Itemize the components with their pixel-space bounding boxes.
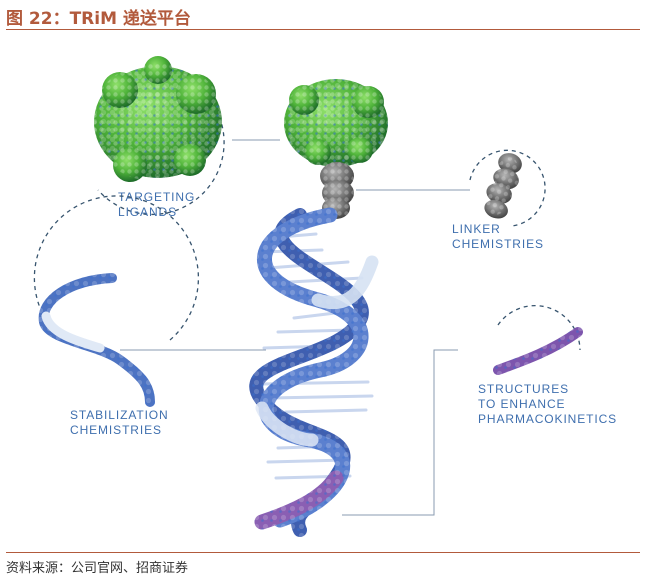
linker-molecule [484, 153, 522, 219]
double-helix [249, 207, 379, 537]
stabilization-label-line1: STABILIZATION [70, 408, 169, 422]
stabilization-dashed-arc [33, 195, 199, 341]
targeting-label-line1: TARGETING [118, 190, 195, 204]
targeting-ligand-molecule [90, 56, 226, 182]
source-rule [6, 552, 640, 553]
targeting-ligand-group: TARGETING LIGANDS [90, 56, 280, 219]
structures-label-line2: TO ENHANCE [478, 397, 565, 411]
linker-label-line2: CHEMISTRIES [452, 237, 544, 251]
figure-source: 资料来源：公司官网、招商证券 [6, 561, 189, 576]
linker-dashed-arc [469, 149, 546, 227]
structures-group: STRUCTURES TO ENHANCE PHARMACOKINETICS [342, 304, 617, 516]
targeting-label-line2: LIGANDS [118, 205, 177, 219]
conjugate-top [281, 76, 391, 220]
central-linker [319, 160, 355, 220]
stabilization-group: STABILIZATION CHEMISTRIES [33, 195, 266, 437]
title-rule [6, 29, 640, 30]
linker-group: LINKER CHEMISTRIES [356, 149, 546, 251]
helix-light-segment [311, 255, 379, 310]
structures-connector [342, 349, 458, 516]
structures-label-line3: PHARMACOKINETICS [478, 412, 617, 426]
figure-title: 图 22：TRiM 递送平台 [6, 9, 191, 29]
stabilization-label-line2: CHEMISTRIES [70, 423, 162, 437]
linker-label-line1: LINKER [452, 222, 501, 236]
structures-label-line1: STRUCTURES [478, 382, 569, 396]
